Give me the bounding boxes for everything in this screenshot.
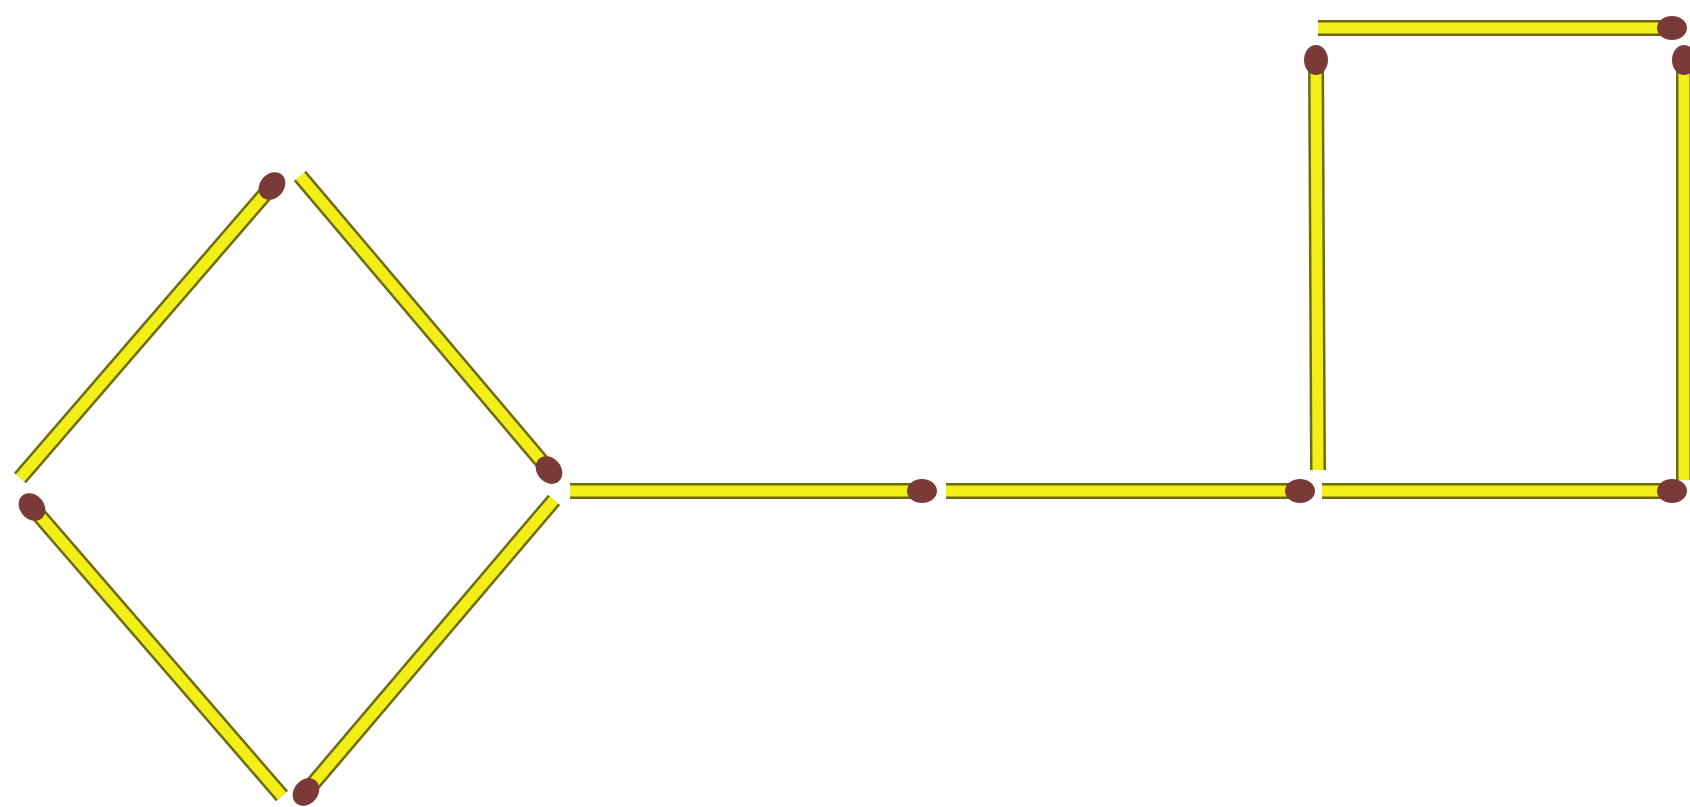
matchstick-body	[306, 500, 554, 792]
match-head	[1657, 479, 1687, 503]
chain-middle-matchstick	[946, 479, 1315, 503]
diamond-upper-left-matchstick	[20, 167, 291, 478]
matchstick-body	[300, 176, 549, 470]
matchstick-body	[1316, 60, 1318, 470]
match-head	[1672, 45, 1690, 75]
square-right-matchstick	[1672, 45, 1690, 480]
diamond-lower-right-matchstick	[287, 500, 554, 807]
chain-left-matchstick	[570, 479, 937, 503]
diamond-lower-left-matchstick	[13, 488, 282, 796]
matchsticks-group	[13, 16, 1690, 807]
match-head	[1657, 16, 1687, 40]
match-head	[907, 479, 937, 503]
square-top-matchstick	[1318, 16, 1687, 40]
square-bottom-matchstick	[1322, 479, 1687, 503]
match-head	[1304, 45, 1328, 75]
square-left-matchstick	[1304, 45, 1328, 470]
match-head	[1285, 479, 1315, 503]
matchstick-body	[20, 186, 272, 478]
diamond-upper-right-matchstick	[300, 176, 568, 489]
matchstick-body	[32, 507, 282, 796]
